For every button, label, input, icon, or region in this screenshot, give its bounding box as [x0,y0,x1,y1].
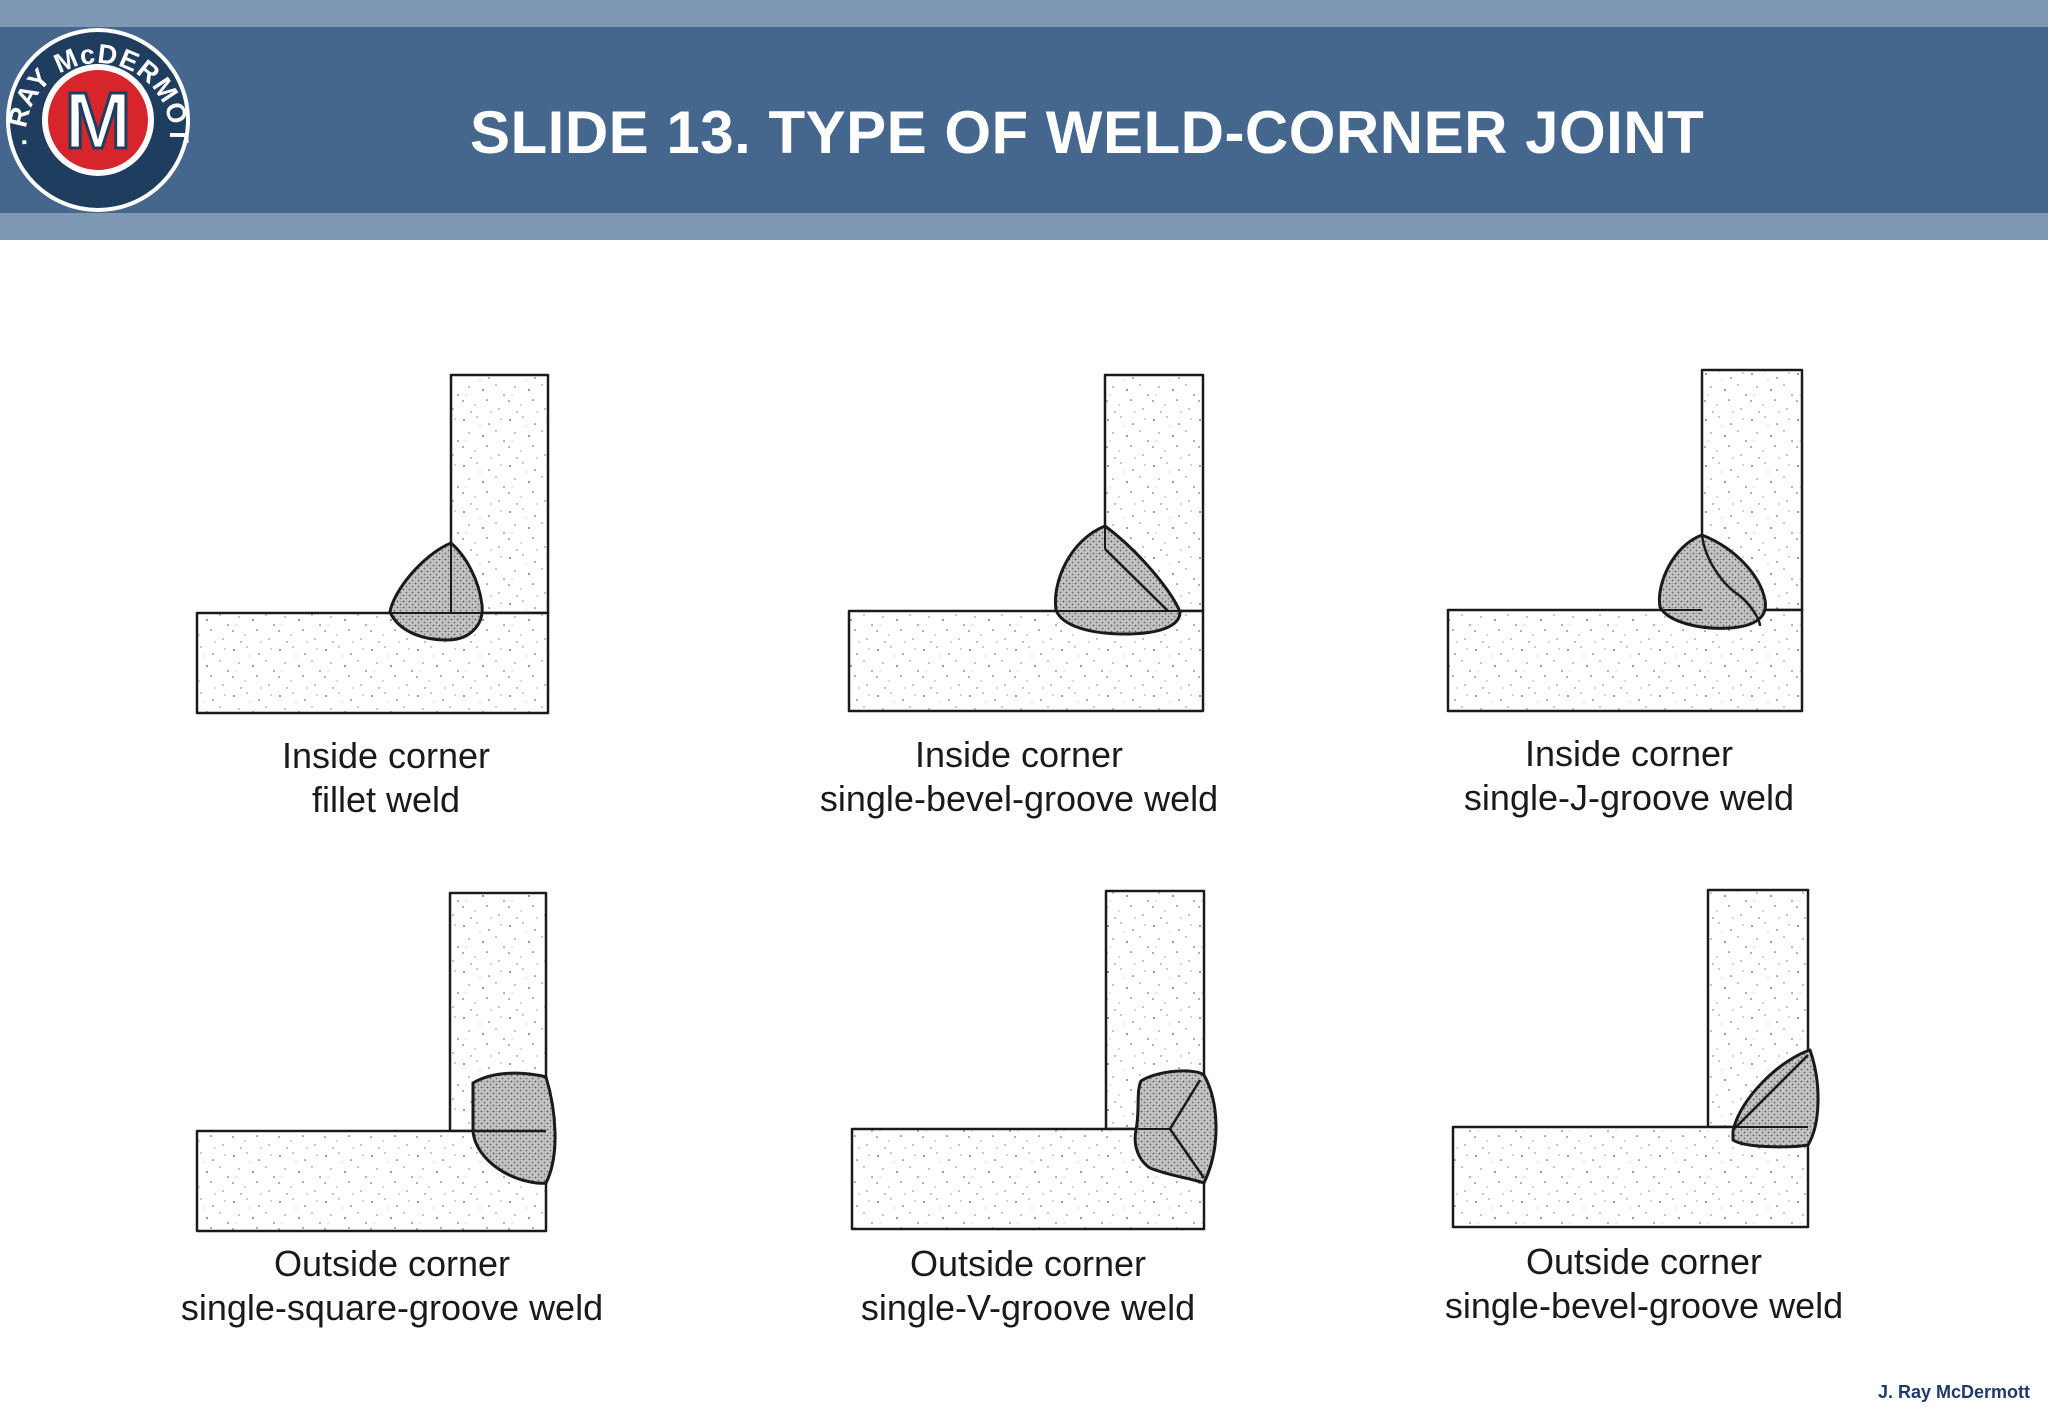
diagram-inside-j-groove [1446,368,1804,713]
caption-line1: Outside corner [1525,1241,1763,1282]
mcdermott-logo: J. RAY McDERMOTT M [2,24,193,212]
horizontal-plate [195,611,550,715]
caption-line2: single-V-groove weld [860,1287,1196,1328]
caption-outside-square: Outside corner single-square-groove weld [132,1242,652,1330]
diagram-outside-bevel [1451,888,1820,1229]
header-bottom-band [0,213,2048,240]
diagram-inside-fillet [195,373,550,715]
weld-bead [1133,1069,1218,1185]
weld-bead [1053,524,1182,636]
caption-inside-fillet: Inside corner fillet weld [126,734,646,822]
weld-bead [1731,1048,1820,1149]
caption-line2: single-square-groove weld [180,1287,604,1328]
caption-line2: fillet weld [311,779,461,820]
diagram-outside-square [195,891,557,1233]
diagram-inside-bevel [847,373,1205,713]
caption-line1: Outside corner [909,1243,1147,1284]
caption-inside-bevel: Inside corner single-bevel-groove weld [759,733,1279,821]
caption-line2: single-bevel-groove weld [819,778,1219,819]
caption-outside-bevel: Outside corner single-bevel-groove weld [1384,1240,1904,1328]
caption-line2: single-J-groove weld [1463,777,1795,818]
diagram-outside-v-groove [850,889,1218,1231]
weld-bead [471,1071,557,1185]
caption-inside-j-groove: Inside corner single-J-groove weld [1369,732,1889,820]
caption-outside-v-groove: Outside corner single-V-groove weld [768,1242,1288,1330]
header-top-band [0,0,2048,27]
caption-line1: Outside corner [273,1243,511,1284]
footer-company-name: J. Ray McDermott [1877,1382,2030,1402]
caption-line1: Inside corner [281,735,491,776]
caption-line1: Inside corner [914,734,1124,775]
header-bar [0,27,2048,213]
caption-line2: single-bevel-groove weld [1444,1285,1844,1326]
weld-bead [388,541,484,642]
slide-title: SLIDE 13. TYPE OF WELD-CORNER JOINT [470,99,1705,166]
caption-line1: Inside corner [1524,733,1734,774]
logo-letter: M [65,76,132,165]
weld-bead [1657,533,1767,630]
